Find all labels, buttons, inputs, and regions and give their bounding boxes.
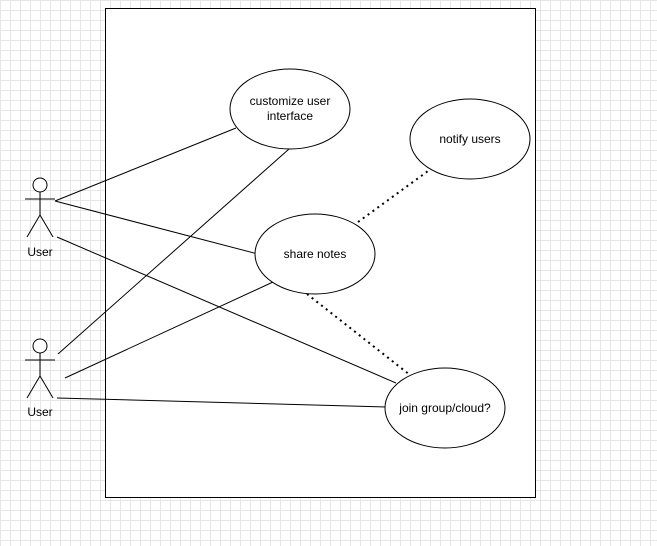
- use-case-customize-label-line1: customize user: [250, 94, 331, 108]
- use-case-share[interactable]: share notes: [254, 213, 376, 295]
- association-user2-share: [64, 281, 274, 379]
- use-case-customize-label-line2: interface: [267, 109, 313, 123]
- association-user1-share: [54, 200, 259, 255]
- actor-head: [32, 177, 48, 193]
- actor-user-1[interactable]: [25, 177, 55, 238]
- association-user1-customize: [54, 127, 237, 202]
- use-case-join[interactable]: join group/cloud?: [384, 367, 506, 449]
- actor-user-2[interactable]: [25, 338, 55, 399]
- association-user2-customize: [57, 148, 290, 355]
- actor-user-1-label: User: [27, 245, 52, 259]
- association-user2-join: [56, 397, 388, 408]
- associations: [54, 127, 429, 408]
- use-case-notify[interactable]: notify users: [409, 98, 531, 180]
- use-case-customize[interactable]: customize user interface: [229, 68, 351, 150]
- association-user1-join: [56, 236, 397, 384]
- use-case-notify-label: notify users: [439, 132, 500, 146]
- use-case-share-label: share notes: [284, 247, 347, 261]
- use-case-join-label: join group/cloud?: [398, 401, 491, 415]
- actor-user-2-label: User: [27, 405, 52, 419]
- dependency-share-notify: [357, 170, 429, 223]
- actor-head: [32, 338, 48, 354]
- dependency-share-join: [306, 293, 411, 376]
